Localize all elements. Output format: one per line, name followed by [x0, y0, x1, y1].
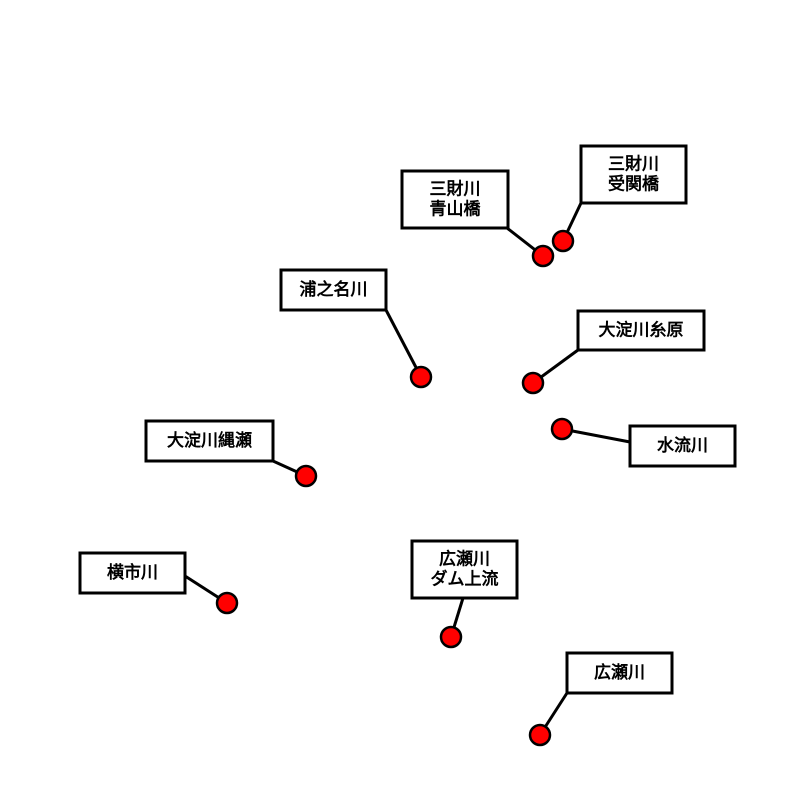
station-name-line: 大淀川縄瀬 — [167, 430, 252, 451]
leader-line-uranomyogawa — [384, 309, 423, 378]
station-label-oyodogawa-nawase: 大淀川縄瀬 — [144, 419, 275, 463]
station-marker-sanzaigawa-aoyamabashi[interactable] — [531, 244, 555, 268]
leader-lines — [184, 202, 631, 736]
label-box — [279, 268, 388, 312]
station-marker-hirosegawa[interactable] — [528, 723, 552, 747]
label-box — [410, 539, 519, 600]
station-labels: 三財川青山橋三財川受関橋浦之名川大淀川糸原水流川大淀川縄瀬横市川広瀬川ダム上流広… — [78, 144, 737, 695]
station-marker-hirosegawa-dam-joryu[interactable] — [439, 625, 463, 649]
station-label-hirosegawa: 広瀬川 — [565, 651, 674, 695]
label-box — [78, 551, 187, 595]
station-label-oyodogawa-itohara: 大淀川糸原 — [576, 309, 706, 352]
station-name-line: 大淀川糸原 — [599, 320, 684, 341]
station-name-line: 浦之名川 — [300, 279, 368, 300]
station-name-line: 広瀬川 — [439, 549, 490, 570]
station-label-yokoichigawa: 横市川 — [78, 551, 187, 595]
label-box — [400, 169, 510, 230]
station-marker-yokoichigawa[interactable] — [215, 591, 239, 615]
label-box — [576, 309, 706, 352]
station-label-suiryugawa: 水流川 — [628, 424, 737, 468]
station-name-line: 広瀬川 — [594, 662, 645, 683]
leader-line-suiryugawa — [561, 427, 631, 444]
station-markers — [215, 229, 575, 747]
station-name-line: 水流川 — [657, 435, 708, 456]
station-name-line: 横市川 — [107, 562, 158, 583]
label-box — [628, 424, 737, 468]
station-marker-oyodogawa-itohara[interactable] — [521, 371, 545, 395]
station-marker-sanzaigawa-ukezekibashi[interactable] — [551, 229, 575, 253]
label-box — [565, 651, 674, 695]
station-marker-uranomyogawa[interactable] — [409, 365, 433, 389]
station-name-line: 三財川 — [608, 154, 659, 175]
station-label-uranomyogawa: 浦之名川 — [279, 268, 388, 312]
station-marker-suiryugawa[interactable] — [550, 417, 574, 441]
station-name-line: ダム上流 — [431, 569, 499, 590]
station-name-line: 受関橋 — [608, 174, 660, 195]
station-name-line: 青山橋 — [430, 199, 482, 220]
label-box — [144, 419, 275, 463]
station-name-line: 三財川 — [430, 179, 481, 200]
station-marker-oyodogawa-nawase[interactable] — [294, 464, 318, 488]
label-box — [579, 144, 688, 205]
